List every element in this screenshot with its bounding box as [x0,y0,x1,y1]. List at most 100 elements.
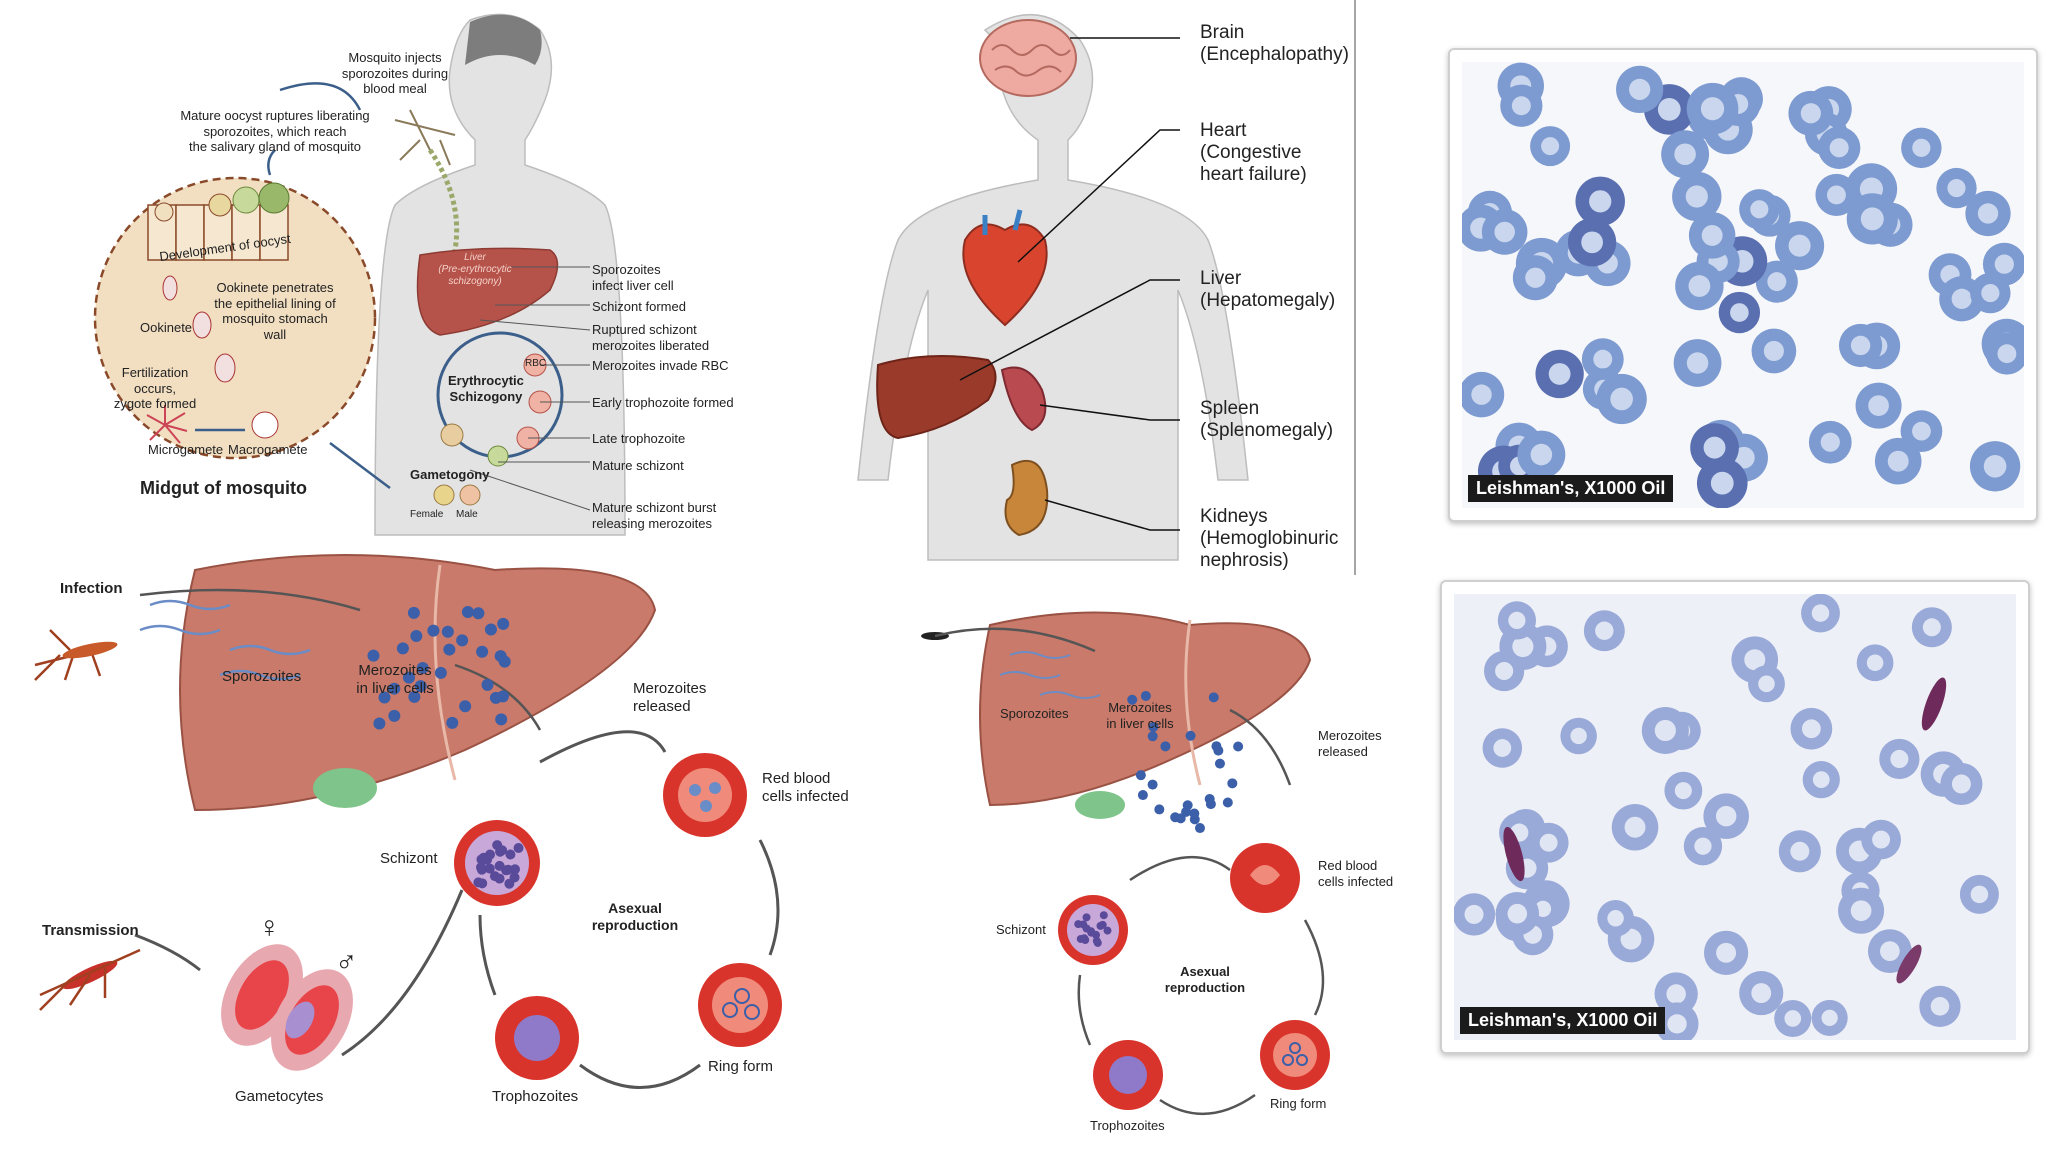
red-blood-cell-pallor [1607,910,1624,927]
red-blood-cell-pallor [1716,942,1737,963]
liver-stage-label: Liver (Pre-erythrocytic schizogony) [438,252,512,287]
small-schizont-label: Schizont [996,922,1046,937]
merozoite [1148,721,1159,732]
asexual-label: Asexual reproduction [591,900,679,933]
red-blood-cell-pallor [1930,997,1950,1016]
red-blood-cell-pallor [1493,739,1512,757]
lifecycle-figure-human-mosquito: Mosquito injects sporozoites during bloo… [0,0,760,536]
red-blood-cell-pallor [1512,635,1534,658]
merozoite [477,878,488,889]
trophozoites-label: Trophozoites [492,1088,579,1105]
merozoite [1233,741,1244,752]
merozoite [484,623,497,636]
red-blood-cell-pallor [1744,649,1766,671]
merozoite [481,678,494,691]
merozoite [388,682,401,695]
kidneys-label: Kidneys (Hemoglobinuric nephrosis) [1200,506,1339,571]
merozoite [378,691,391,704]
red-blood-cell-pallor [1868,395,1889,416]
merozoite [1076,934,1085,943]
brain-shape [979,19,1077,97]
asexual-cycle-small-illustration [921,611,1330,1116]
brain-label: Brain (Encephalopathy) [1200,22,1349,65]
fertilization-label: Fertilization occurs, zygote formed [113,365,197,412]
merozoite [1127,694,1138,705]
red-blood-cell-pallor [1694,837,1712,855]
merozoite [513,842,524,853]
red-blood-cell-pallor [1872,830,1891,849]
red-blood-cell-pallor [1790,841,1810,861]
merozoite [476,645,489,658]
red-blood-cell-pallor [1866,654,1884,672]
red-blood-cell-pallor [1548,363,1571,385]
red-blood-cell-pallor [1850,900,1872,922]
merozoite [434,666,447,679]
merozoite [446,716,459,729]
red-blood-cell-pallor [1581,231,1603,254]
ruptured-schizont-label: Ruptured schizont merozoites liberated [592,322,710,353]
merozoite [1103,926,1112,935]
merozoite [492,840,503,851]
smear-bottom-cells [1454,594,1999,1040]
sporozoites-label: Sporozoites [222,668,302,685]
merozoite [1185,730,1196,741]
asexual-cycle-figure-large: Infection Sporozoites Merozoites in live… [0,550,880,1110]
red-blood-cell-pallor [1750,200,1769,219]
red-blood-cell-pallor [1674,143,1696,166]
male-label: Male [456,509,478,520]
merozoites-invade-label: Merozoites invade RBC [592,358,729,373]
merozoite [1194,823,1205,834]
schizont-label: Schizont [380,850,438,867]
red-blood-cell-pallor [1784,1010,1802,1027]
merozoite [495,713,508,726]
mature-oocyst-label: Mature oocyst ruptures liberating sporoz… [180,108,370,155]
schizont-formed-label: Schizont formed [592,299,686,314]
red-blood-cell-pallor [1674,782,1692,800]
merozoite [1147,731,1158,742]
red-blood-cell-pallor [1715,805,1737,827]
red-blood-cell-pallor [1751,983,1772,1003]
merozoite [1147,779,1158,790]
merozoite [443,643,456,656]
merozoite [1074,920,1083,929]
red-blood-cell-pallor [1530,443,1553,466]
red-blood-cell-pallor [1826,185,1846,205]
erythrocytic-label: Erythrocytic Schizogony [448,373,524,404]
transmission-label: Transmission [42,922,139,939]
red-blood-cell-pallor [1700,97,1725,121]
merozoite [1140,690,1151,701]
infection-label: Infection [60,580,123,597]
late-trophozoite-label: Late trophozoite [592,431,686,446]
merozoite [367,649,380,662]
merozoite [494,873,505,884]
merozoite [476,864,487,875]
smear-top-cells [1462,62,2024,508]
spleen-label: Spleen (Splenomegaly) [1200,398,1334,441]
merozoite [484,863,495,874]
red-blood-cell-pallor [1890,749,1909,769]
merozoite [504,878,515,889]
red-blood-cell-pallor [1464,904,1484,924]
red-blood-cell-pallor [1685,185,1708,208]
red-blood-cell-pallor [1701,224,1723,246]
red-blood-cell-pallor [1495,661,1514,681]
blood-smear-photo-top: Leishman's, X1000 Oil [1448,48,2038,522]
merozoite [472,607,485,620]
gametocytes-label: Gametocytes [235,1088,324,1105]
smear-bottom-caption: Leishman's, X1000 Oil [1460,1007,1666,1034]
red-blood-cell-pallor [1860,207,1884,231]
merozoite [485,849,496,860]
red-blood-cell-pallor [1821,1009,1838,1027]
red-blood-cell-pallor [1730,303,1749,322]
merozoite [1160,741,1171,752]
merozoite [1222,797,1233,808]
merozoite [498,655,511,668]
red-blood-cell-pallor [1767,272,1787,292]
red-blood-cell-pallor [1610,387,1633,411]
red-blood-cell-pallor [1508,611,1526,630]
asexual-cycle-illustration [34,554,782,1089]
merozoite [1137,790,1148,801]
merozoite [1214,758,1225,769]
merozoite [1189,808,1200,819]
red-blood-cell-pallor [1922,618,1941,637]
